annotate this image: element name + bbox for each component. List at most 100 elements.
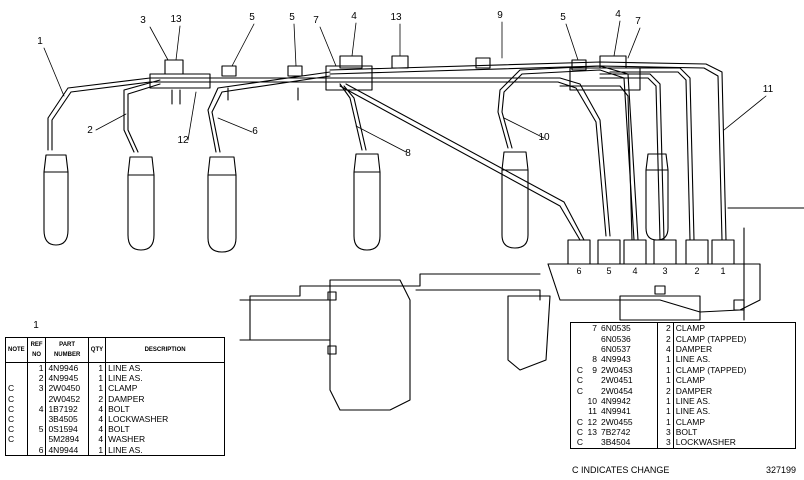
table-cell: C	[5, 383, 28, 394]
table-cell: 7	[592, 323, 597, 334]
table-cell	[27, 434, 47, 445]
table-cell: 6	[27, 444, 47, 456]
line-6	[207, 71, 331, 153]
table-cell: C	[5, 424, 28, 435]
table-cell	[5, 373, 28, 384]
table-cell	[571, 354, 586, 364]
table-cell	[5, 444, 28, 456]
clamp-bar-left	[149, 73, 211, 89]
callout-11: 7	[635, 16, 641, 27]
table-cell: 6N0536	[599, 333, 659, 344]
line-11	[329, 61, 727, 241]
table-cell: 1	[88, 383, 107, 394]
line-8	[339, 83, 367, 151]
position-label-2: 4	[632, 266, 637, 276]
table-cell: C	[5, 434, 28, 445]
callout-6: 4	[351, 11, 357, 22]
callout-2: 13	[170, 14, 182, 25]
bolt-4-right	[599, 55, 627, 69]
table-cell: LOCKWASHER	[108, 414, 169, 425]
table-cell: 7B2742	[599, 426, 659, 438]
line-1	[47, 77, 611, 237]
table-cell: BOLT	[108, 424, 130, 435]
line-2	[123, 79, 161, 153]
table-cell: 4	[88, 403, 107, 414]
line-long-diagonal	[339, 83, 585, 241]
table-cell: 3B4504	[599, 437, 659, 449]
position-label-5: 1	[720, 266, 725, 276]
table-cell: CLAMP	[675, 375, 706, 386]
table-cell: 1	[657, 406, 674, 417]
callout-10: 4	[615, 9, 621, 20]
position-label-0: 6	[576, 266, 581, 276]
table-cell: DAMPER	[675, 343, 713, 354]
bolt-5-right	[571, 59, 587, 71]
table-cell: 11	[588, 406, 597, 417]
table-header-row: NOTE REF NO PART NUMBER QTY DESCRIPTION	[5, 337, 225, 363]
header-part-number: PART NUMBER	[45, 337, 89, 363]
table-cell: DAMPER	[108, 393, 145, 404]
callout-5: 7	[313, 15, 319, 26]
table-cell: 2	[657, 385, 674, 396]
position-label-1: 5	[606, 266, 611, 276]
callout-1: 3	[140, 15, 146, 26]
table-cell: 1	[657, 395, 674, 407]
table-cell: C	[5, 413, 28, 425]
table-cell: 10	[587, 395, 597, 406]
table-cell: 6N0537	[599, 343, 659, 355]
table-cell	[571, 396, 586, 406]
nozzle-2	[127, 156, 155, 251]
table-cell: 13	[587, 427, 597, 438]
table-cell: LINE AS.	[108, 363, 143, 374]
table-cell: 2W0453	[599, 364, 659, 375]
header-ref-no: REF NO	[27, 337, 47, 363]
table-cell: CLAMP (TAPPED)	[675, 333, 747, 344]
table-cell	[27, 393, 47, 404]
table-cell: 1	[88, 444, 107, 456]
table-cell: 3	[657, 426, 674, 438]
bolt-13-center	[391, 55, 409, 69]
header-description: DESCRIPTION	[105, 337, 225, 363]
table-cell: 4	[88, 413, 107, 425]
table-cell: 4N9941	[599, 406, 659, 417]
table-cell: 2	[657, 322, 674, 334]
nozzle-3	[207, 156, 237, 253]
table-cell	[585, 375, 599, 385]
stud-12	[171, 89, 181, 105]
callout-3: 5	[249, 12, 255, 23]
table-cell: LINE AS.	[108, 373, 143, 384]
table-cell: C	[5, 403, 28, 414]
line-10	[497, 65, 639, 241]
table-cell: 2	[27, 373, 47, 384]
table-cell: 2W0450	[45, 383, 89, 394]
table-cell: 8	[592, 354, 597, 365]
nozzle-5	[501, 151, 529, 249]
table-cell: CLAMP	[675, 323, 706, 334]
position-label-3: 3	[662, 266, 667, 276]
drawing-number: 327199	[766, 465, 797, 475]
callout-7: 13	[390, 12, 402, 23]
stud-6	[227, 87, 299, 101]
table-cell: 1B7192	[45, 403, 89, 414]
callout-14: 12	[177, 135, 189, 146]
table-cell	[5, 362, 28, 374]
